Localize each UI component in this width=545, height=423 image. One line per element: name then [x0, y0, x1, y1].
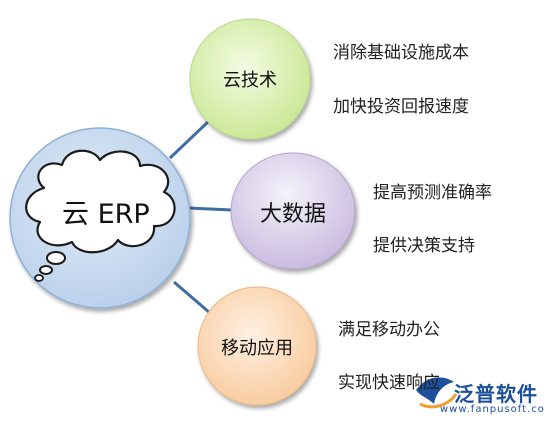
cloud-tech-label: 云技术: [223, 70, 277, 91]
mobile-app-label: 移动应用: [221, 338, 293, 359]
cloud-tech-point-1: 消除基础设施成本: [333, 43, 469, 63]
node-mobile: [197, 286, 317, 406]
watermark-url: www.fanpusoft.com: [440, 404, 545, 415]
connector-cloud-tech: [168, 118, 212, 160]
big-data-label: 大数据: [259, 202, 326, 227]
mobile-point-2: 实现快速响应: [338, 373, 440, 393]
big-data-point-1: 提高预测准确率: [373, 183, 492, 203]
center-label: 云 ERP: [62, 199, 150, 230]
thought-cloud-icon: [25, 149, 176, 282]
mobile-point-1: 满足移动办公: [338, 320, 440, 340]
node-big-data: [230, 152, 356, 270]
node-cloud-tech: [189, 18, 311, 140]
watermark-brand: 泛普软件: [454, 382, 538, 406]
connector-big-data: [187, 206, 233, 212]
connector-mobile: [173, 280, 211, 315]
fanpu-logo-icon: [416, 377, 458, 409]
big-data-point-2: 提供决策支持: [373, 236, 475, 256]
cloud-tech-point-2: 加快投资回报速度: [333, 97, 469, 117]
